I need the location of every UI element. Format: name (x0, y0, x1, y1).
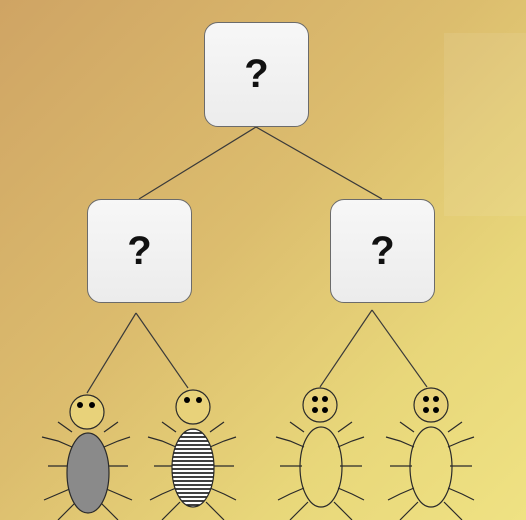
root-question-label: ? (244, 52, 269, 96)
bug-gray-head (69, 394, 105, 430)
edge-root-right (255, 126, 383, 200)
eye (423, 396, 429, 402)
root-question-node: ? (204, 22, 309, 127)
eye (423, 407, 429, 413)
eye (433, 396, 439, 402)
eye (322, 396, 328, 402)
eye (433, 407, 439, 413)
edge-left-bug2 (135, 312, 189, 389)
bug-four-eyes-a-body (299, 426, 343, 508)
bug-gray-body (66, 432, 110, 514)
left-question-node: ? (87, 199, 192, 303)
bug-four-eyes-b-body (409, 426, 453, 508)
right-question-label: ? (370, 228, 395, 273)
eye (77, 402, 83, 408)
edge-right-bug4 (371, 309, 428, 388)
edge-left-bug1 (86, 312, 137, 394)
eye (184, 397, 190, 403)
bug-four-eyes-a (275, 387, 365, 520)
bug-striped-legs (147, 421, 237, 520)
eye (89, 402, 95, 408)
edge-root-left (138, 126, 257, 200)
eye (312, 407, 318, 413)
bug-gray-legs (41, 421, 133, 520)
background-panel (444, 33, 526, 216)
bug-four-eyes-b (385, 387, 475, 520)
bug-four-eyes-a-head (302, 387, 338, 423)
right-question-node: ? (330, 199, 435, 303)
bug-four-eyes-b-legs (385, 421, 475, 520)
bug-four-eyes-a-legs (275, 421, 365, 520)
left-question-label: ? (127, 228, 152, 273)
eye (196, 397, 202, 403)
bug-gray (41, 394, 133, 520)
bug-striped-head (175, 389, 211, 425)
bug-four-eyes-b-head (413, 387, 449, 423)
tree-edges (86, 126, 428, 394)
eye (322, 407, 328, 413)
eye (312, 396, 318, 402)
bug-striped (147, 389, 237, 520)
bug-striped-body (171, 428, 215, 508)
edge-right-bug3 (319, 309, 373, 388)
